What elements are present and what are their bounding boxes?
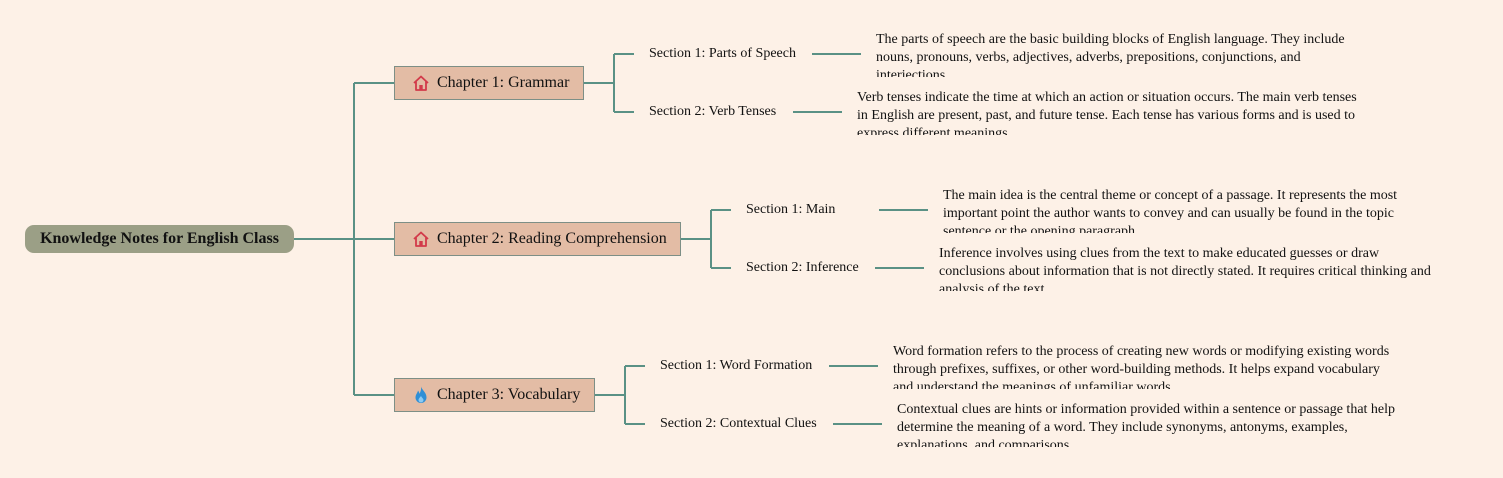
- section-description: Word formation refers to the process of …: [893, 344, 1390, 389]
- section-node[interactable]: Section 2: Contextual Clues: [660, 416, 817, 431]
- section-description: Verb tenses indicate the time at which a…: [857, 90, 1357, 135]
- root-topic[interactable]: Knowledge Notes for English Class: [25, 225, 294, 253]
- section-node[interactable]: Section 1: Parts of Speech: [649, 46, 796, 61]
- section-node[interactable]: Section 1: Main: [746, 202, 836, 217]
- section-description: The parts of speech are the basic buildi…: [876, 32, 1345, 77]
- root-connector: [294, 82, 394, 396]
- home-icon: [411, 73, 431, 93]
- section-description: The main idea is the central theme or co…: [943, 188, 1398, 233]
- section-description: Contextual clues are hints or informatio…: [897, 402, 1396, 447]
- chapter-title: Chapter 1: Grammar: [437, 74, 570, 91]
- home-icon: [411, 229, 431, 249]
- chapter-title: Chapter 2: Reading Comprehension: [437, 230, 667, 247]
- chapter-node-reading[interactable]: Chapter 2: Reading Comprehension: [394, 222, 681, 256]
- section-description: Inference involves using clues from the …: [939, 246, 1431, 291]
- chapter1-connector: [584, 53, 634, 113]
- root-title: Knowledge Notes for English Class: [40, 230, 279, 247]
- section-node[interactable]: Section 2: Verb Tenses: [649, 104, 777, 119]
- chapter-title: Chapter 3: Vocabulary: [437, 386, 581, 403]
- chapter-node-grammar[interactable]: Chapter 1: Grammar: [394, 66, 584, 100]
- chapter2-connector: [681, 209, 731, 269]
- section-node[interactable]: Section 2: Inference: [746, 260, 859, 275]
- chapter3-connector: [595, 365, 645, 425]
- chapter-node-vocabulary[interactable]: Chapter 3: Vocabulary: [394, 378, 595, 412]
- flame-icon: [411, 385, 431, 405]
- section-node[interactable]: Section 1: Word Formation: [660, 358, 813, 373]
